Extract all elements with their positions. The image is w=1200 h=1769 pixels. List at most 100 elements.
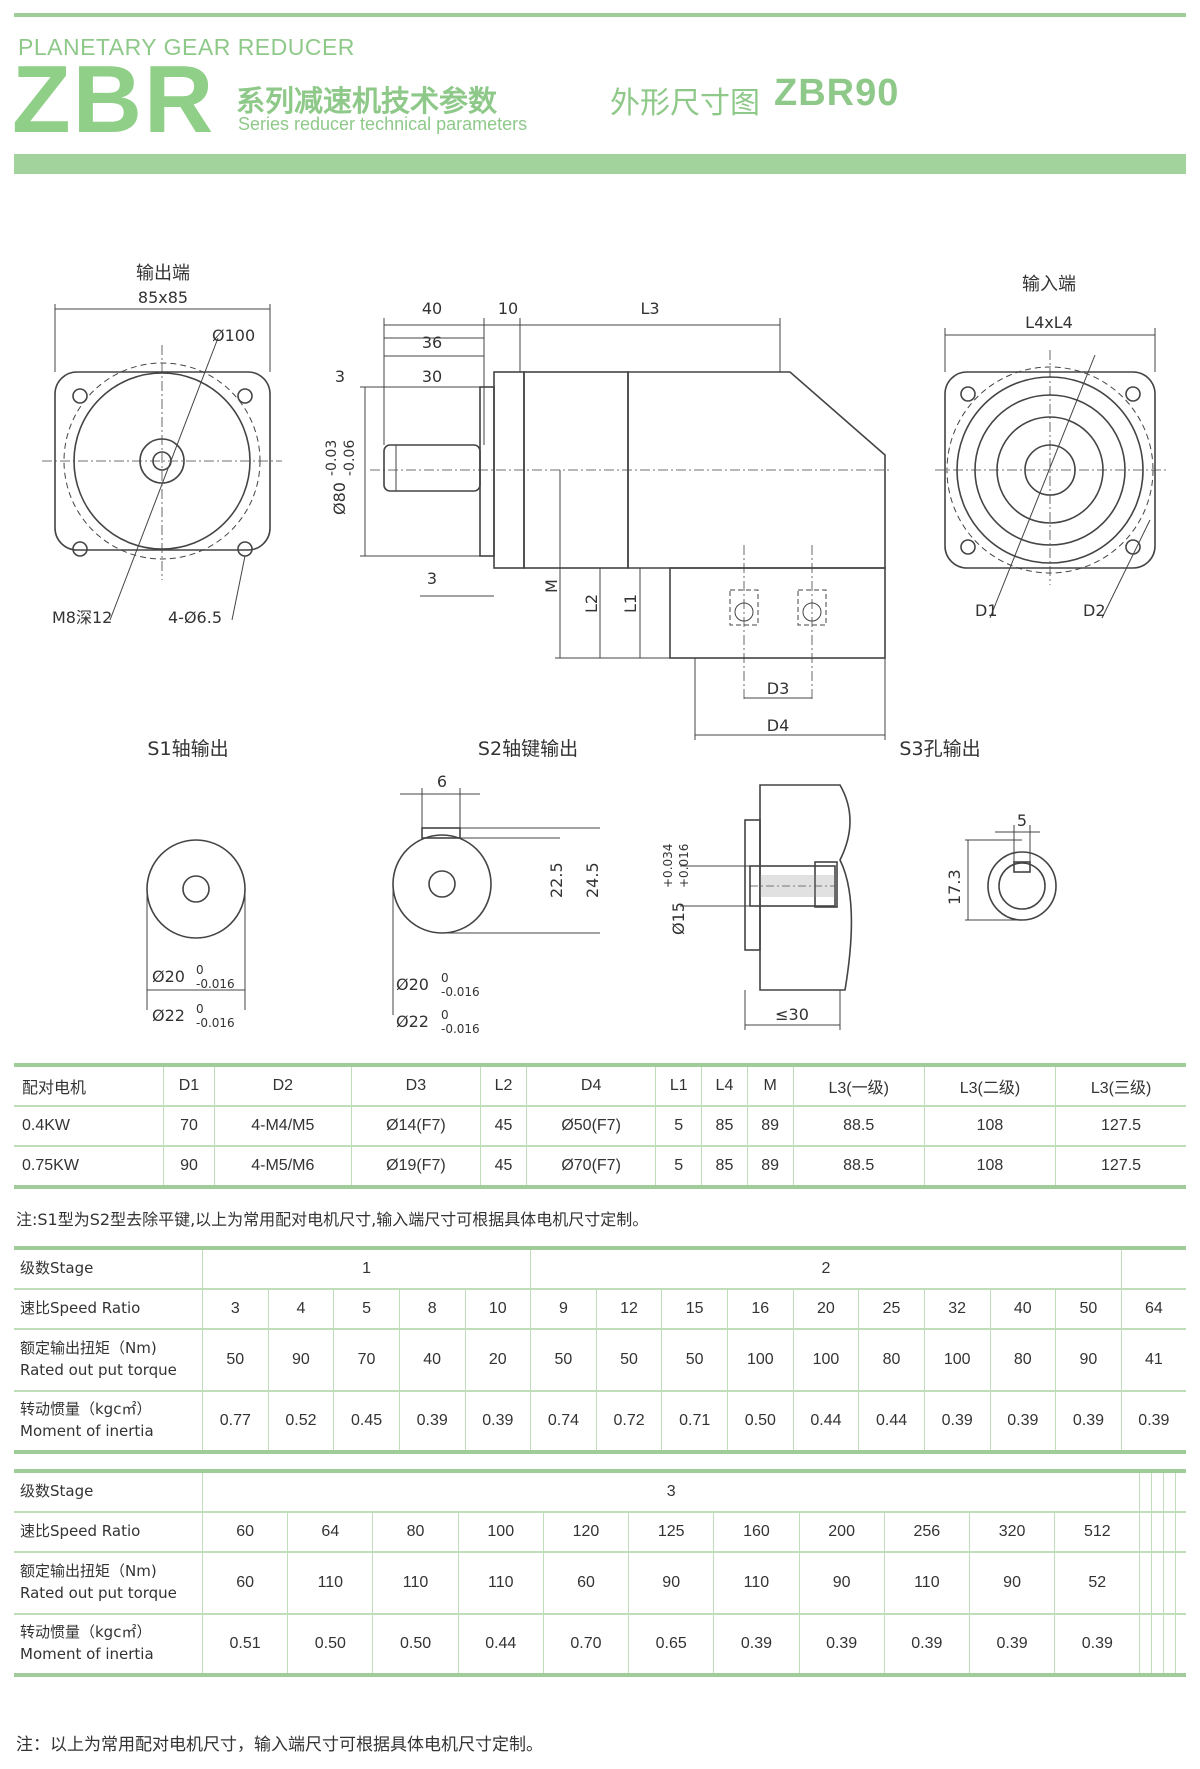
header-cell: D2	[214, 1065, 352, 1107]
table-cell	[1151, 1614, 1164, 1676]
inertia-cell: 0.44	[457, 1614, 544, 1676]
table-cell	[1174, 1614, 1186, 1676]
row-label-stage: 级数Stage	[14, 1248, 203, 1290]
table-cell	[1139, 1552, 1152, 1615]
torque-cell: 80	[858, 1329, 925, 1392]
table-row: 速比Speed Ratio 60 64 80 100 120 125 160 2…	[14, 1512, 1186, 1553]
header-cell: D1	[162, 1065, 215, 1107]
torque-cell: 50	[530, 1329, 597, 1392]
table-cell: 108	[923, 1106, 1056, 1147]
row-label-inertia: 转动惯量（kgc㎡）Moment of inertia	[14, 1391, 203, 1453]
header-cell: L3(二级)	[923, 1065, 1056, 1107]
s3-tol-lower: +0.016	[677, 844, 691, 888]
table-cell	[1162, 1614, 1176, 1676]
inertia-cell: 0.74	[530, 1391, 597, 1453]
inertia-cell: 0.39	[923, 1391, 990, 1453]
ratio-cell: 60	[201, 1512, 288, 1553]
table-cell	[1151, 1552, 1164, 1615]
inertia-cell: 0.45	[333, 1391, 400, 1453]
inertia-cell: 0.39	[989, 1391, 1056, 1453]
dim-3-top: 3	[335, 367, 345, 386]
table-cell: 5	[655, 1146, 702, 1188]
torque-cell: 80	[989, 1329, 1056, 1392]
ratio-cell: 3	[202, 1289, 269, 1330]
brand-subtitle: PLANETARY GEAR REDUCER	[18, 34, 355, 60]
motor-table-header: 配对电机 D1 D2 D3 L2 D4 L1 L4 M L3(一级) L3(二级…	[14, 1065, 1186, 1107]
s1-d20: Ø20	[152, 967, 185, 986]
m8-label: M8深12	[52, 608, 112, 627]
technical-drawing: 输出端 85x85 Ø100 M8深12 4-Ø6.5 40 10 L3 36 …	[42, 263, 1168, 1036]
table-cell	[1120, 1248, 1186, 1290]
inertia-cell: 0.50	[372, 1614, 459, 1676]
table-cell	[1151, 1471, 1164, 1513]
output-size-label: 85x85	[138, 288, 188, 307]
torque-label-cn: 额定输出扭矩（Nm)	[20, 1562, 157, 1581]
header-cell: L2	[480, 1065, 527, 1107]
ratio-cell: 12	[595, 1289, 662, 1330]
inertia-cell: 0.39	[1054, 1614, 1140, 1676]
torque-cell: 60	[542, 1552, 629, 1615]
dim-D3: D3	[767, 679, 790, 698]
stage-table-1: 级数Stage 1 2 速比Speed Ratio 3 4 5 8 10 9 1…	[14, 1246, 1186, 1454]
inertia-cell: 0.52	[267, 1391, 334, 1453]
table-cell: 90	[162, 1146, 215, 1188]
dim-D4: D4	[767, 716, 790, 735]
row-label-stage: 级数Stage	[14, 1471, 203, 1513]
inertia-cell: 0.39	[883, 1614, 970, 1676]
row-label-torque: 额定输出扭矩（Nm)Rated out put torque	[14, 1329, 203, 1392]
torque-cell: 90	[628, 1552, 714, 1615]
footer-note: 注：以上为常用配对电机尺寸，输入端尺寸可根据具体电机尺寸定制。	[16, 1735, 543, 1755]
dim-3-bottom: 3	[427, 569, 437, 588]
torque-cell: 90	[798, 1552, 885, 1615]
inertia-label-cn: 转动惯量（kgc㎡）	[20, 1400, 152, 1419]
s2-d22-tol-upper: 0	[441, 1008, 449, 1022]
table-cell	[1139, 1614, 1152, 1676]
motor-table: 配对电机 D1 D2 D3 L2 D4 L1 L4 M L3(一级) L3(二级…	[14, 1063, 1186, 1189]
dim-L1: L1	[621, 594, 640, 613]
s3-key-width: 5	[1017, 811, 1027, 830]
input-end-title: 输入端	[1022, 274, 1076, 295]
table-cell: 88.5	[792, 1106, 925, 1147]
s3-tol-upper: +0.034	[661, 844, 675, 888]
torque-cell: 50	[595, 1329, 662, 1392]
torque-cell: 110	[713, 1552, 800, 1615]
torque-cell: 50	[661, 1329, 728, 1392]
output-end-title: 输出端	[136, 263, 190, 284]
ratio-cell: 120	[542, 1512, 629, 1553]
inertia-cell: 0.39	[1120, 1391, 1186, 1453]
ratio-cell: 20	[792, 1289, 859, 1330]
dim-L2: L2	[582, 594, 601, 613]
inertia-cell: 0.39	[1055, 1391, 1122, 1453]
ratio-cell: 125	[628, 1512, 714, 1553]
s3-title: S3孔输出	[899, 738, 980, 760]
row-label-ratio: 速比Speed Ratio	[14, 1289, 203, 1330]
table-cell: 4-M4/M5	[214, 1106, 352, 1147]
header-bar	[14, 154, 1186, 174]
torque-cell: 100	[727, 1329, 794, 1392]
s1-title: S1轴输出	[147, 738, 228, 760]
ratio-cell: 16	[727, 1289, 794, 1330]
brand-logo: ZBR	[12, 46, 216, 153]
dim-40: 40	[422, 299, 442, 318]
input-size-label: L4xL4	[1025, 313, 1073, 332]
table-cell	[1162, 1512, 1176, 1553]
inertia-cell: 0.72	[595, 1391, 662, 1453]
row-label-ratio: 速比Speed Ratio	[14, 1512, 203, 1553]
dim-D2: D2	[1083, 601, 1106, 620]
table-cell: 4-M5/M6	[214, 1146, 352, 1188]
table-cell: Ø19(F7)	[350, 1146, 481, 1188]
s2-key-width: 6	[437, 772, 447, 791]
torque-cell: 90	[968, 1552, 1055, 1615]
table-row: 0.4KW 70 4-M4/M5 Ø14(F7) 45 Ø50(F7) 5 85…	[14, 1106, 1186, 1147]
dim-36: 36	[422, 333, 442, 352]
row-label-torque: 额定输出扭矩（Nm)Rated out put torque	[14, 1552, 203, 1615]
table-cell: 45	[480, 1106, 527, 1147]
stage-2-cell: 2	[530, 1248, 1122, 1290]
dim-L3: L3	[640, 299, 659, 318]
s2-dim-225: 22.5	[547, 862, 566, 898]
inertia-label-en: Moment of inertia	[20, 1645, 154, 1663]
dia-100-label: Ø100	[212, 326, 255, 345]
row-label-inertia: 转动惯量（kgc㎡）Moment of inertia	[14, 1614, 203, 1676]
dia-80-label: Ø80	[330, 482, 349, 515]
s1-d22-tol-lower: -0.016	[196, 1016, 235, 1030]
